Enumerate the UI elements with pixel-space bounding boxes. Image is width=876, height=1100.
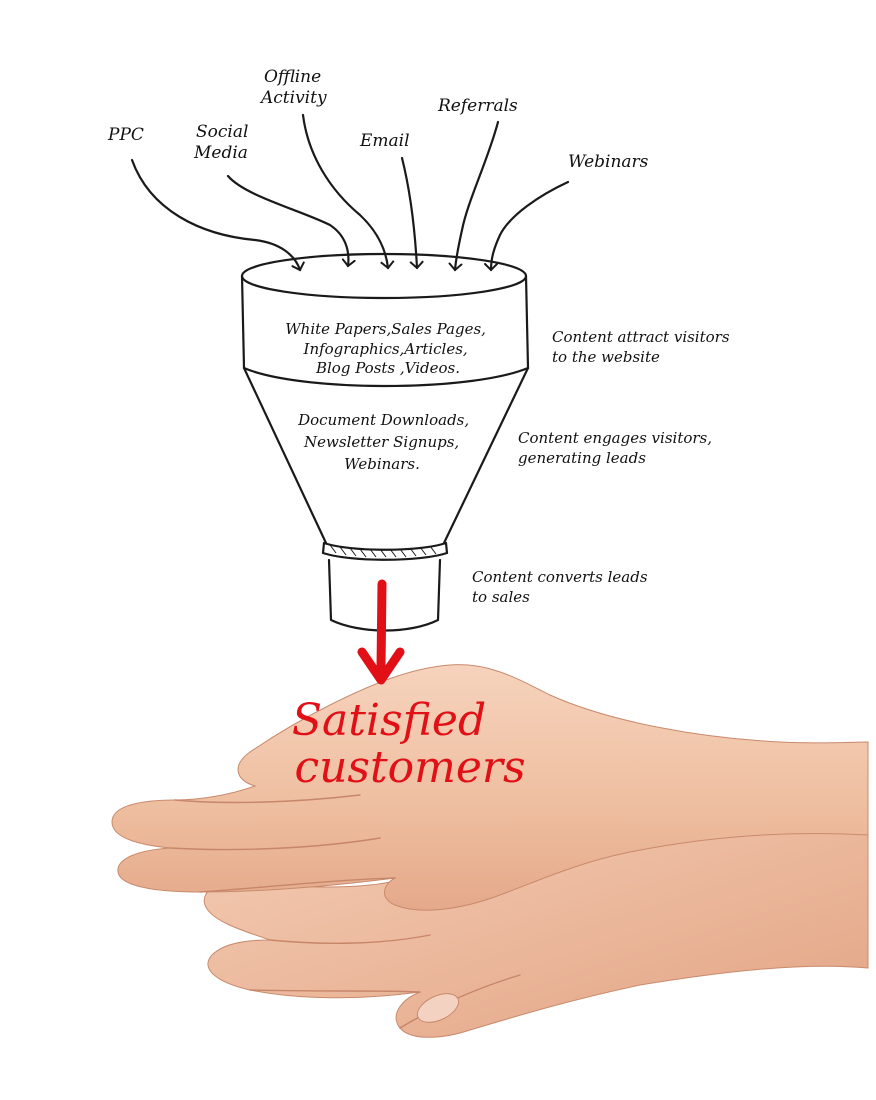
funnel-middle-line3: Webinars. [344, 455, 420, 473]
funnel-rim [240, 252, 528, 300]
stage-engage-label: Content engages visitors, generating lea… [518, 429, 717, 467]
curved-arrow-icon [484, 180, 570, 272]
cupped-hands-illustration [111, 664, 869, 1038]
curved-arrow-icon [400, 156, 424, 270]
source-label-social-media: Social Media [193, 122, 254, 163]
source-label-social-media-line2: Media [193, 143, 248, 163]
curved-arrow-icon [226, 174, 356, 268]
thumbnail [416, 993, 460, 1023]
outcome-line1: Satisfied [292, 695, 486, 746]
stage-convert-line1: Content converts leads [472, 568, 648, 586]
stage-engage-line2: generating leads [518, 449, 646, 467]
source-label-offline-activity-line1: Offline [264, 67, 321, 87]
finger-creases [169, 794, 521, 1029]
stage-attract-label: Content attract visitors to the website [552, 328, 734, 366]
outcome-label: Satisfied customers [292, 695, 526, 793]
funnel-middle-line1: Document Downloads, [297, 411, 469, 429]
source-label-ppc: PPC [107, 125, 144, 145]
source-label-webinars: Webinars [568, 152, 649, 172]
source-label-offline-activity: Offline Activity [259, 67, 327, 108]
funnel-middle-line2: Newsletter Signups, [303, 433, 459, 451]
curved-arrow-icon [301, 113, 395, 270]
funnel-divider [242, 366, 530, 388]
source-label-offline-activity-line2: Activity [259, 88, 327, 108]
funnel-upper-section [240, 274, 530, 370]
source-arrows [130, 113, 570, 272]
funnel-top-line1: White Papers,Sales Pages, [285, 320, 486, 338]
funnel-top-line3: Blog Posts ,Videos. [315, 359, 460, 377]
upper-hand [111, 664, 869, 911]
funnel [240, 252, 530, 632]
stage-engage-line1: Content engages visitors, [518, 429, 712, 447]
funnel-top-content: White Papers,Sales Pages, Infographics,A… [285, 320, 490, 377]
curved-arrow-icon [130, 158, 305, 272]
stage-attract-line2: to the website [552, 348, 660, 366]
source-label-email: Email [359, 131, 410, 151]
source-label-social-media-line1: Social [196, 122, 248, 142]
stage-attract-line1: Content attract visitors [552, 328, 730, 346]
stage-convert-line2: to sales [472, 588, 530, 606]
funnel-middle-content: Document Downloads, Newsletter Signups, … [297, 411, 474, 473]
curved-arrow-icon [448, 120, 500, 272]
funnel-top-line2: Infographics,Articles, [303, 340, 468, 358]
stage-convert-label: Content converts leads to sales [472, 568, 652, 606]
outcome-line2: customers [294, 742, 525, 793]
funnel-collar [321, 541, 449, 561]
down-arrow-icon [357, 579, 405, 685]
funnel-cone [242, 366, 530, 545]
source-label-referrals: Referrals [437, 96, 518, 116]
funnel-collar-hatch [329, 544, 437, 558]
